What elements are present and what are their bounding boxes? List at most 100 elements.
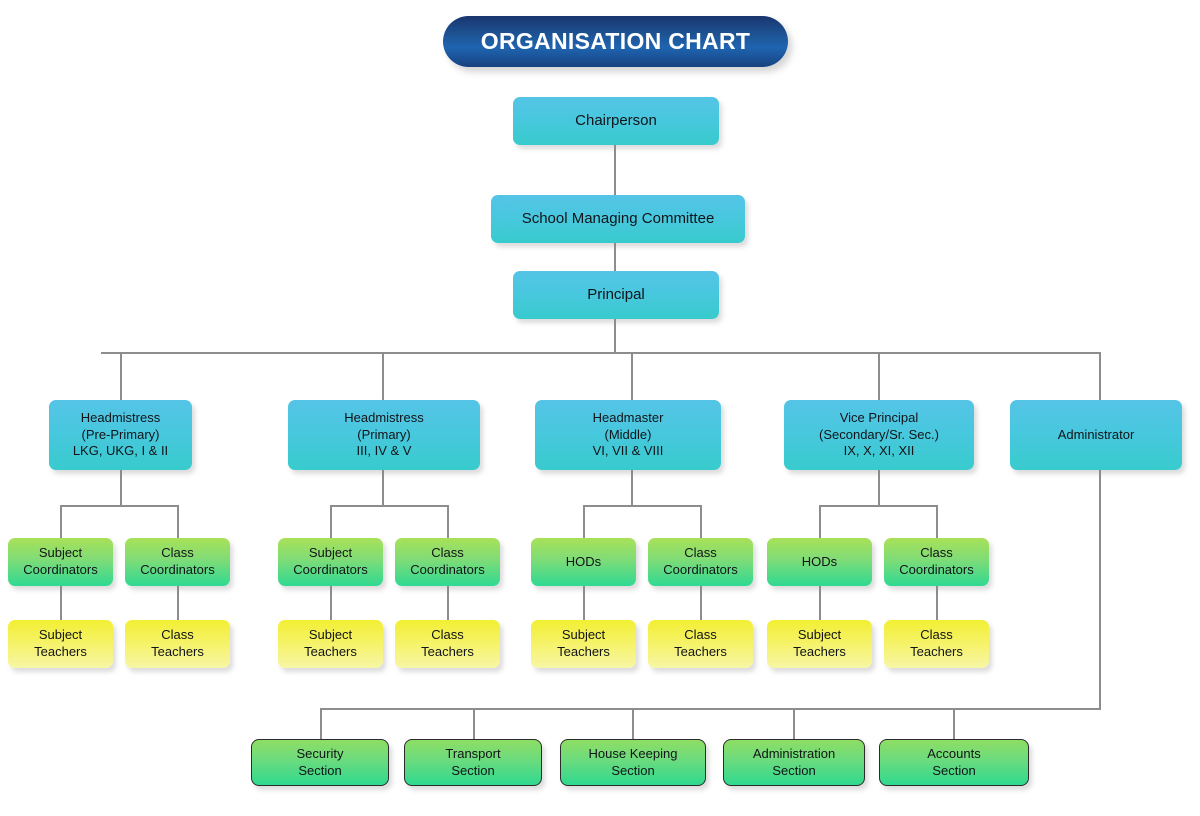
node-headmaster-middle-line1: Headmaster [592, 410, 664, 426]
node-hods-line1: HODs [801, 553, 838, 569]
connector-branch1-to-subject-coordinators [60, 505, 62, 538]
connector-branch2-stem [382, 470, 384, 506]
node-hods-line1: HODs [565, 553, 602, 569]
connector-class-coordinators-4-to-teachers [936, 586, 938, 620]
connector-principal-drop [614, 319, 616, 353]
node-section[interactable]: Security Section [251, 739, 389, 786]
connector-branch4-to-hods [819, 505, 821, 538]
connector-bus-to-transport-section [473, 708, 475, 740]
node-hods[interactable]: HODs [531, 538, 636, 586]
node-section-line2: Section [772, 762, 816, 778]
node-section-line1: Administration [752, 745, 836, 761]
node-teachers-line1: Subject [797, 627, 842, 643]
node-teachers-line1: Subject [308, 627, 353, 643]
node-teachers-line1: Subject [38, 627, 83, 643]
node-principal[interactable]: Principal [513, 271, 719, 319]
node-teachers-line2: Teachers [557, 644, 610, 659]
connector-branch1-stem [120, 470, 122, 506]
connector-subject-coordinators-2-to-teachers [330, 586, 332, 620]
node-coordinator-line2: Coordinators [140, 562, 215, 577]
connector-sections-bus [320, 708, 1101, 710]
node-section-line2: Section [451, 762, 495, 778]
node-teachers[interactable]: Class Teachers [125, 620, 230, 668]
connector-branch2-to-class-coordinators [447, 505, 449, 538]
node-headmistress-primary[interactable]: Headmistress (Primary) III, IV & V [288, 400, 480, 470]
node-coordinator[interactable]: Subject Coordinators [278, 538, 383, 586]
node-section-line2: Section [932, 762, 976, 778]
node-hods[interactable]: HODs [767, 538, 872, 586]
node-teachers-line1: Class [161, 627, 194, 643]
node-section-line2: Section [298, 762, 342, 778]
node-headmistress-primary-line3: III, IV & V [356, 443, 412, 459]
connector-subject-coordinators-1-to-teachers [60, 586, 62, 620]
node-teachers-line2: Teachers [910, 644, 963, 659]
connector-bus-to-administration-section [793, 708, 795, 740]
connector-branch4-bus [819, 505, 937, 507]
node-coordinator-line1: Class [161, 545, 194, 561]
node-section-line1: House Keeping [588, 745, 678, 761]
connector-bus-to-security-section [320, 708, 322, 740]
node-section[interactable]: Administration Section [723, 739, 865, 786]
node-coordinator-line2: Coordinators [23, 562, 98, 577]
connector-hods-1-to-teachers [583, 586, 585, 620]
node-section-line2: Section [611, 762, 655, 778]
node-principal-label: Principal [587, 286, 645, 304]
node-headmistress-primary-line2: (Primary) [357, 426, 411, 442]
node-headmaster-middle-line3: VI, VII & VIII [592, 443, 664, 459]
connector-bus-to-house-keeping-section [632, 708, 634, 740]
node-coordinator-line1: Class [431, 545, 464, 561]
node-teachers-line1: Class [684, 627, 717, 643]
connector-branch3-bus [583, 505, 701, 507]
connector-bus-to-administrator-and-sections [1099, 352, 1101, 709]
node-headmaster-middle[interactable]: Headmaster (Middle) VI, VII & VIII [535, 400, 721, 470]
node-chairperson-label: Chairperson [575, 112, 657, 130]
node-coordinator-line1: Class [920, 545, 953, 561]
connector-bus-to-accounts-section [953, 708, 955, 740]
connector-bus-to-vice-principal [878, 352, 880, 400]
connector-chairperson-to-smc [614, 145, 616, 195]
node-section[interactable]: House Keeping Section [560, 739, 706, 786]
node-teachers[interactable]: Class Teachers [884, 620, 989, 668]
node-teachers[interactable]: Subject Teachers [278, 620, 383, 668]
node-coordinator[interactable]: Class Coordinators [125, 538, 230, 586]
connector-branch2-bus [330, 505, 448, 507]
node-vice-principal-line2: (Secondary/Sr. Sec.) [819, 426, 939, 442]
connector-smc-to-principal [614, 243, 616, 272]
node-coordinator[interactable]: Subject Coordinators [8, 538, 113, 586]
connector-branch1-bus [60, 505, 179, 507]
node-teachers[interactable]: Class Teachers [395, 620, 500, 668]
node-headmistress-pre-primary-line3: LKG, UKG, I & II [72, 443, 169, 459]
node-headmistress-primary-line1: Headmistress [344, 410, 424, 426]
node-school-managing-committee[interactable]: School Managing Committee [491, 195, 745, 243]
connector-branch3-stem [631, 470, 633, 506]
node-section-line1: Transport [445, 745, 501, 761]
node-coordinator-line2: Coordinators [663, 562, 738, 577]
node-coordinator[interactable]: Class Coordinators [884, 538, 989, 586]
node-coordinator-line1: Subject [308, 545, 353, 561]
node-teachers-line2: Teachers [421, 644, 474, 659]
node-teachers[interactable]: Class Teachers [648, 620, 753, 668]
node-coordinator[interactable]: Class Coordinators [648, 538, 753, 586]
node-teachers[interactable]: Subject Teachers [767, 620, 872, 668]
node-coordinator-line1: Class [684, 545, 717, 561]
node-vice-principal[interactable]: Vice Principal (Secondary/Sr. Sec.) IX, … [784, 400, 974, 470]
node-headmistress-pre-primary[interactable]: Headmistress (Pre-Primary) LKG, UKG, I &… [49, 400, 192, 470]
node-headmaster-middle-line2: (Middle) [604, 426, 652, 442]
node-administrator[interactable]: Administrator [1010, 400, 1182, 470]
node-teachers[interactable]: Subject Teachers [8, 620, 113, 668]
connector-class-coordinators-1-to-teachers [177, 586, 179, 620]
node-headmistress-pre-primary-line1: Headmistress [80, 410, 161, 426]
node-teachers-line1: Class [920, 627, 953, 643]
node-teachers[interactable]: Subject Teachers [531, 620, 636, 668]
node-section-line1: Accounts [927, 745, 981, 761]
connector-branch1-to-class-coordinators [177, 505, 179, 538]
node-chairperson[interactable]: Chairperson [513, 97, 719, 145]
connector-bus-to-headmistress-pre-primary [120, 352, 122, 400]
node-coordinator[interactable]: Class Coordinators [395, 538, 500, 586]
node-coordinator-line2: Coordinators [899, 562, 974, 577]
node-teachers-line2: Teachers [674, 644, 727, 659]
node-section[interactable]: Transport Section [404, 739, 542, 786]
node-coordinator-line2: Coordinators [293, 562, 368, 577]
node-section[interactable]: Accounts Section [879, 739, 1029, 786]
